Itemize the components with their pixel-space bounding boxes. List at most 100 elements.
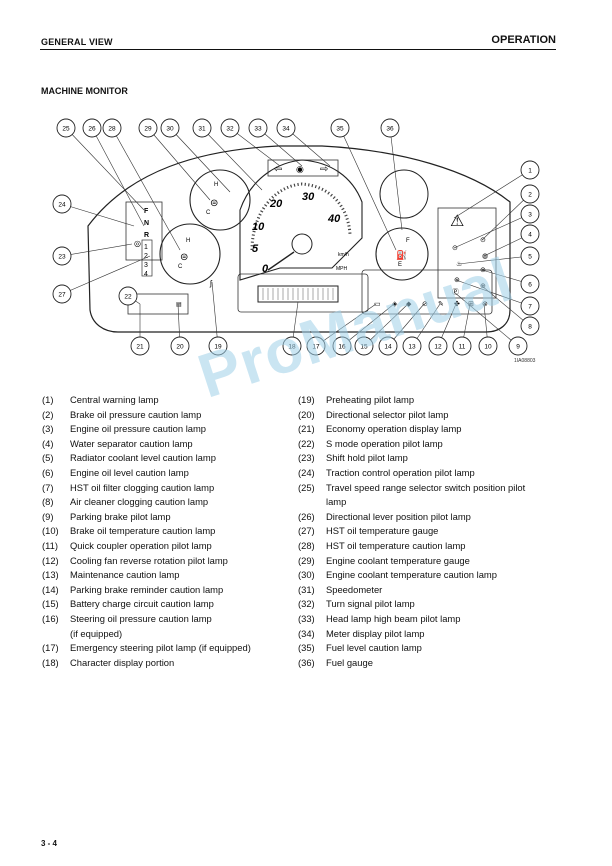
speedometer-scale bbox=[250, 182, 352, 251]
callout-number-35: 35 bbox=[336, 126, 344, 133]
engine-coolant-temperature-gauge bbox=[189, 169, 251, 231]
callout-leader-9 bbox=[453, 291, 519, 347]
legend-number: (30) bbox=[298, 569, 315, 581]
speed-range-1: 1 bbox=[144, 244, 148, 251]
legend-text: Travel speed range selector switch posit… bbox=[326, 481, 526, 493]
legend-number: (4) bbox=[42, 437, 54, 449]
legend-item: (3)Engine oil pressure caution lamp bbox=[42, 422, 297, 437]
callout-leader-29 bbox=[147, 127, 211, 201]
legend-number: (1) bbox=[42, 394, 54, 405]
legend-number: (26) bbox=[298, 510, 315, 522]
legend-text: Preheating pilot lamp bbox=[326, 394, 415, 405]
callout-number-13: 13 bbox=[408, 344, 416, 351]
legend-list-left: (1)Central warning lamp (2)Brake oil pre… bbox=[42, 393, 297, 670]
callout-balloon-18 bbox=[282, 336, 302, 356]
legend-text: Directional selector pilot lamp bbox=[326, 408, 449, 420]
legend-number: (32) bbox=[298, 598, 315, 610]
legend-number: (28) bbox=[298, 539, 315, 551]
brake-oil-pressure-icon: ⊙ bbox=[480, 237, 486, 244]
legend-text: Turn signal pilot lamp bbox=[326, 598, 415, 610]
water-separator-icon: ◍ bbox=[482, 253, 488, 260]
legend-text: Fuel gauge bbox=[326, 656, 373, 668]
legend-number: (18) bbox=[42, 656, 59, 668]
legend-item: (25)Travel speed range selector switch p… bbox=[298, 481, 560, 496]
callout-number-21: 21 bbox=[136, 344, 144, 351]
legend-text: HST oil temperature gauge bbox=[326, 525, 439, 537]
turn-left-icon: ⇦ bbox=[274, 164, 282, 175]
callout-balloon-17 bbox=[306, 336, 326, 356]
legend-text: Brake oil pressure caution lamp bbox=[70, 408, 202, 420]
legend-number bbox=[42, 627, 70, 642]
legend-item: (1)Central warning lamp bbox=[42, 393, 297, 408]
machine-monitor-diagram: 0 5 10 20 30 40 km/h MPH H C H C F E ⊜ ⊜… bbox=[52, 118, 540, 364]
legend-list-right: (19)Preheating pilot lamp (20)Directiona… bbox=[298, 393, 560, 670]
callout-balloon-25 bbox=[56, 118, 76, 138]
panel-outline bbox=[87, 145, 511, 333]
legend-text: HST oil temperature caution lamp bbox=[326, 539, 466, 551]
directional-selector-icon: ▤ bbox=[176, 302, 182, 308]
hst-oil-temperature-gauge bbox=[159, 223, 221, 285]
legend-item: (13)Maintenance caution lamp bbox=[42, 568, 297, 583]
callout-leader-26 bbox=[91, 127, 145, 227]
legend-item: (12)Cooling fan reverse rotation pilot l… bbox=[42, 554, 297, 569]
callout-leader-36 bbox=[389, 127, 403, 231]
speed-range-2: 2 bbox=[144, 253, 148, 260]
callout-number-24: 24 bbox=[58, 202, 66, 209]
legend-item: (28) HST oil temperature caution lamp bbox=[298, 539, 560, 554]
callout-leader-24 bbox=[61, 203, 135, 227]
legend-text: Quick coupler operation pilot lamp bbox=[70, 539, 212, 551]
gear-letter-n: N bbox=[144, 220, 149, 227]
speed-unit-alt-label: MPH bbox=[336, 266, 348, 272]
legend-item: (36)Fuel gauge bbox=[298, 656, 560, 671]
callout-leader-8 bbox=[481, 285, 531, 327]
legend-item: (23)Shift hold pilot lamp bbox=[298, 451, 560, 466]
legend-text: Shift hold pilot lamp bbox=[326, 452, 408, 464]
legend-item: (29)Engine coolant temperature gauge bbox=[298, 554, 560, 569]
callout-balloon-21 bbox=[130, 336, 150, 356]
legend-item: (4)Water separator caution lamp bbox=[42, 437, 297, 452]
maintenance-icon: ✎ bbox=[438, 301, 444, 308]
lamp-row-panel bbox=[361, 269, 493, 315]
callout-leader-7 bbox=[455, 279, 531, 307]
legend-item: (33)Head lamp high beam pilot lamp bbox=[298, 612, 560, 627]
fuel-gauge-empty-mark: E bbox=[398, 262, 402, 268]
legend-number: (5) bbox=[42, 452, 54, 464]
legend-number: (33) bbox=[298, 612, 315, 624]
legend-number: (7) bbox=[42, 481, 54, 493]
callout-leader-19 bbox=[211, 281, 219, 347]
legend-text: Battery charge circuit caution lamp bbox=[70, 598, 214, 610]
figure-id: 1IA08803 bbox=[514, 358, 536, 364]
legend-text: Speedometer bbox=[326, 583, 383, 595]
legend-item: (10)Brake oil temperature caution lamp bbox=[42, 524, 297, 539]
legend-item: (17)Emergency steering pilot lamp (if eq… bbox=[42, 641, 297, 656]
quick-coupler-icon: ⊞ bbox=[468, 301, 474, 308]
callout-leader-1 bbox=[453, 169, 531, 219]
legend-number: (31) bbox=[298, 583, 315, 595]
legend-item: (31) Speedometer bbox=[298, 583, 560, 598]
speedometer-tick-0: 0 bbox=[262, 263, 269, 275]
legend-number: (14) bbox=[42, 583, 59, 595]
hst-temperature-icon: ⊜ bbox=[180, 252, 188, 263]
legend-item: (32) Turn signal pilot lamp bbox=[298, 597, 560, 612]
speedometer-tick-20: 20 bbox=[269, 198, 283, 210]
legend-item: (20)Directional selector pilot lamp bbox=[298, 408, 560, 423]
callout-number-4: 4 bbox=[528, 232, 532, 239]
legend-item: (5)Radiator coolant level caution lamp bbox=[42, 451, 297, 466]
legend-text: lamp bbox=[326, 496, 347, 508]
legend-item: (9)Parking brake pilot lamp bbox=[42, 510, 297, 525]
legend-item: lamp bbox=[298, 495, 560, 510]
callout-balloon-26 bbox=[82, 118, 102, 138]
callout-balloon-10 bbox=[478, 336, 498, 356]
speed-range-3: 3 bbox=[144, 262, 148, 269]
legend-item: (22)S mode operation pilot lamp bbox=[298, 437, 560, 452]
callout-number-9: 9 bbox=[516, 344, 520, 351]
callout-number-7: 7 bbox=[528, 304, 532, 311]
legend-number bbox=[298, 495, 326, 510]
callout-number-3: 3 bbox=[528, 212, 532, 219]
page-number: 3 - 4 bbox=[41, 839, 58, 848]
callout-balloon-12 bbox=[428, 336, 448, 356]
callout-number-18: 18 bbox=[288, 344, 296, 351]
legend-number: (29) bbox=[298, 554, 315, 566]
legend-number: (12) bbox=[42, 554, 59, 566]
legend-text: Steering oil pressure caution lamp bbox=[70, 612, 212, 624]
